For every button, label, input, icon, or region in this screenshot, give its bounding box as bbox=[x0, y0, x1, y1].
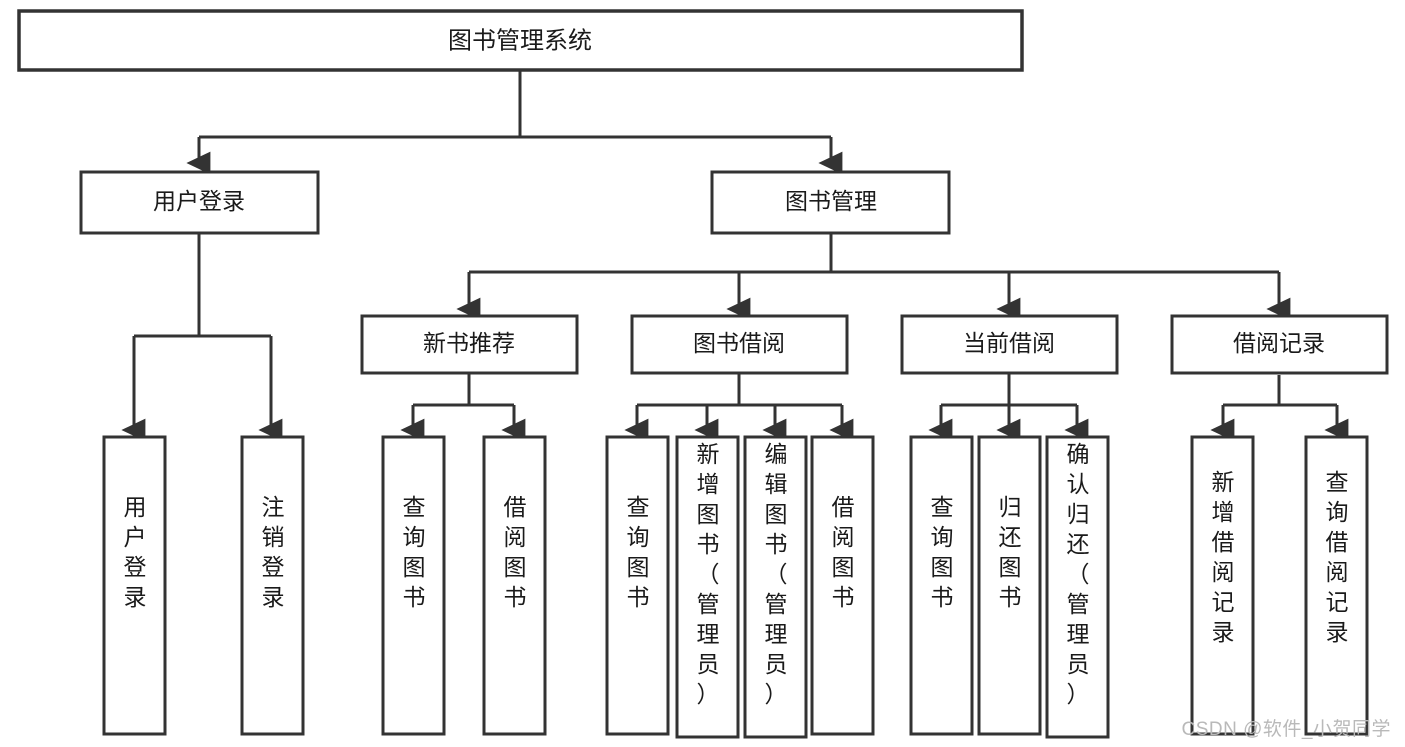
leaf-user-login-box[interactable] bbox=[102, 435, 167, 736]
leaf-edit-book-box[interactable] bbox=[743, 435, 808, 739]
leaf-borrow-book-2-label: 借阅图书 bbox=[832, 494, 855, 610]
node-leaf-return-book[interactable]: 归还图书 bbox=[977, 435, 1042, 736]
node-leaf-query-book-3[interactable]: 查询图书 bbox=[909, 435, 974, 736]
node-leaf-query-book-1[interactable]: 查询图书 bbox=[381, 435, 446, 736]
current-borrow-box[interactable] bbox=[900, 314, 1119, 375]
leaf-query-book-2-label: 查询图书 bbox=[627, 494, 650, 610]
user-login-label: 用户登录 bbox=[153, 188, 245, 214]
book-borrow-label: 图书借阅 bbox=[693, 330, 785, 356]
leaf-add-book-label: 新增图书（管理员） bbox=[697, 441, 720, 707]
leaf-confirm-return-box[interactable] bbox=[1045, 435, 1110, 739]
node-leaf-confirm-return[interactable]: 确认归还（管理员） bbox=[1045, 435, 1110, 739]
leaf-query-book-3-label: 查询图书 bbox=[931, 494, 954, 610]
node-current-borrow[interactable]: 当前借阅 bbox=[900, 314, 1119, 375]
node-leaf-borrow-book-1[interactable]: 借阅图书 bbox=[482, 435, 547, 736]
leaf-query-book-1-label: 查询图书 bbox=[403, 494, 426, 610]
leaf-borrow-book-1-label: 借阅图书 bbox=[504, 494, 527, 610]
leaf-confirm-return-label: 确认归还（管理员） bbox=[1067, 441, 1090, 707]
node-leaf-logout-login[interactable]: 注销登录 bbox=[240, 435, 305, 736]
leaf-borrow-book-1-box[interactable] bbox=[482, 435, 547, 736]
leaf-layer: 用户登录 注销登录 查询图书 借阅图书 查询图书 新增图书（管理员） bbox=[102, 435, 1369, 739]
leaf-add-book-box[interactable] bbox=[675, 435, 740, 739]
new-book-rec-box[interactable] bbox=[360, 314, 579, 375]
leaf-logout-login-label: 注销登录 bbox=[262, 494, 285, 610]
borrow-record-label: 借阅记录 bbox=[1233, 330, 1325, 356]
node-borrow-record[interactable]: 借阅记录 bbox=[1170, 314, 1389, 375]
node-leaf-borrow-book-2[interactable]: 借阅图书 bbox=[810, 435, 875, 736]
leaf-logout-login-box[interactable] bbox=[240, 435, 305, 736]
node-leaf-add-record[interactable]: 新增借阅记录 bbox=[1190, 435, 1255, 736]
node-new-book-rec[interactable]: 新书推荐 bbox=[360, 314, 579, 375]
leaf-add-record-box[interactable] bbox=[1190, 435, 1255, 736]
book-manage-box[interactable] bbox=[710, 170, 951, 235]
leaf-return-book-label: 归还图书 bbox=[999, 494, 1022, 610]
node-leaf-add-book[interactable]: 新增图书（管理员） bbox=[675, 435, 740, 739]
leaf-query-book-3-box[interactable] bbox=[909, 435, 974, 736]
node-leaf-query-record[interactable]: 查询借阅记录 bbox=[1304, 435, 1369, 736]
root-box[interactable] bbox=[17, 9, 1024, 72]
user-login-box[interactable] bbox=[79, 170, 320, 235]
node-book-manage[interactable]: 图书管理 bbox=[710, 170, 951, 235]
leaf-query-record-box[interactable] bbox=[1304, 435, 1369, 736]
leaf-query-book-2-box[interactable] bbox=[605, 435, 670, 736]
leaf-query-book-1-box[interactable] bbox=[381, 435, 446, 736]
root-label: 图书管理系统 bbox=[448, 27, 592, 54]
book-borrow-box[interactable] bbox=[630, 314, 849, 375]
edge-layer bbox=[121, 70, 1349, 442]
book-manage-label: 图书管理 bbox=[785, 188, 877, 214]
node-user-login[interactable]: 用户登录 bbox=[79, 170, 320, 235]
node-leaf-edit-book[interactable]: 编辑图书（管理员） bbox=[743, 435, 808, 739]
current-borrow-label: 当前借阅 bbox=[963, 330, 1055, 356]
node-leaf-query-book-2[interactable]: 查询图书 bbox=[605, 435, 670, 736]
new-book-rec-label: 新书推荐 bbox=[423, 330, 515, 356]
leaf-add-record-label: 新增借阅记录 bbox=[1212, 469, 1235, 645]
leaf-return-book-box[interactable] bbox=[977, 435, 1042, 736]
leaf-user-login-label: 用户登录 bbox=[124, 494, 147, 610]
node-root[interactable]: 图书管理系统 bbox=[17, 9, 1024, 72]
leaf-query-record-label: 查询借阅记录 bbox=[1326, 469, 1349, 645]
leaf-edit-book-label: 编辑图书（管理员） bbox=[765, 441, 788, 707]
node-leaf-user-login[interactable]: 用户登录 bbox=[102, 435, 167, 736]
node-book-borrow[interactable]: 图书借阅 bbox=[630, 314, 849, 375]
borrow-record-box[interactable] bbox=[1170, 314, 1389, 375]
leaf-borrow-book-2-box[interactable] bbox=[810, 435, 875, 736]
